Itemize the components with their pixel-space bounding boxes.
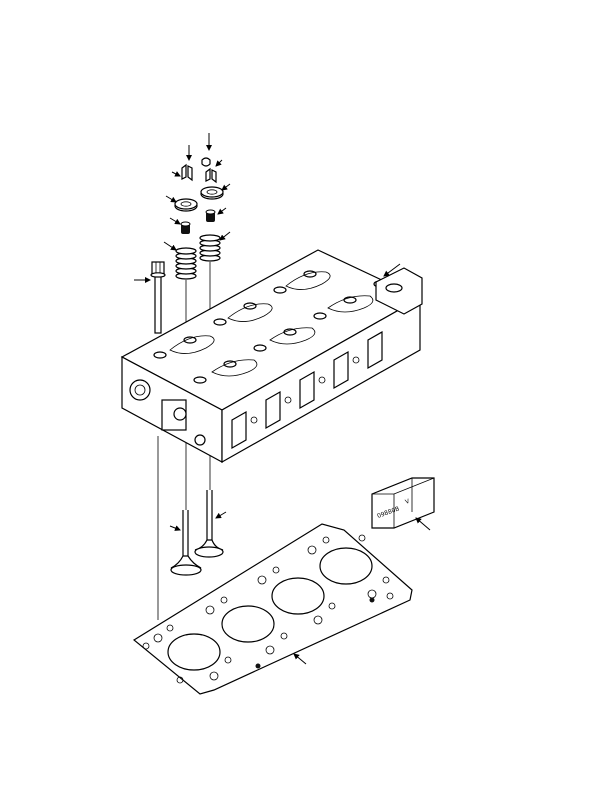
valve-icon	[170, 490, 224, 576]
valve-keepers	[181, 157, 217, 184]
cylinder-head	[120, 249, 423, 464]
spring-retainers	[174, 186, 224, 212]
plate-icon: 09880B V	[371, 477, 435, 529]
valve-springs	[175, 234, 221, 280]
cylinder-head-icon	[120, 249, 423, 464]
valves	[170, 490, 224, 576]
bolt-icon	[150, 261, 166, 334]
callout-arrows	[134, 133, 431, 665]
seal-icon	[180, 209, 216, 234]
plate-text-suffix: V	[404, 498, 411, 506]
gasket-icon	[132, 523, 413, 695]
valve-stem-seals	[180, 209, 216, 234]
serial-plate: 09880B V	[371, 477, 435, 529]
head-gasket	[132, 523, 413, 695]
keeper-icon	[181, 157, 217, 184]
spring-icon	[175, 234, 221, 280]
retainer-icon	[174, 186, 224, 212]
head-bolt	[150, 261, 166, 334]
